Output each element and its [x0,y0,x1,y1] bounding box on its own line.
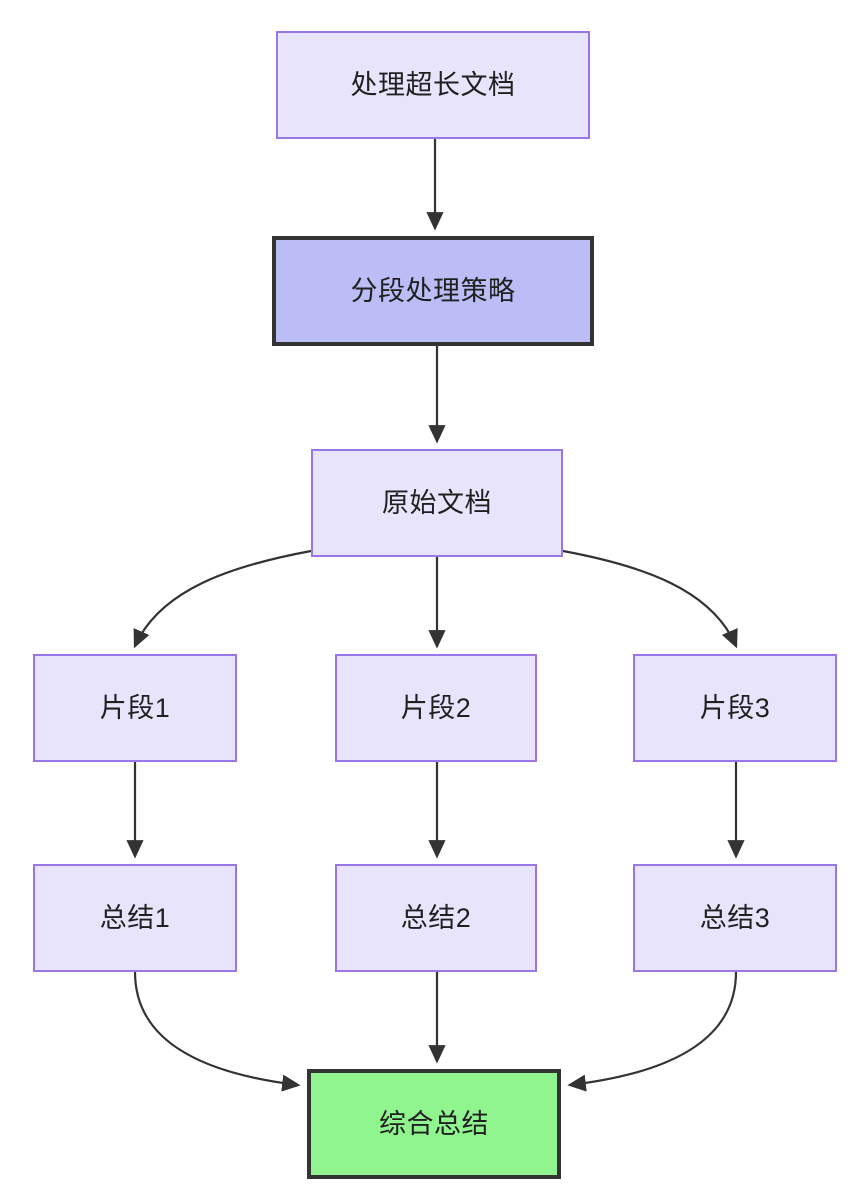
node-label: 总结1 [99,902,171,933]
node-comprehensive-summary[interactable]: 综合总结 [307,1069,561,1179]
node-fragment-2[interactable]: 片段2 [335,654,537,762]
edge-n7-n10 [133,971,301,1092]
node-label: 原始文档 [382,487,492,518]
node-fragment-3[interactable]: 片段3 [633,654,837,762]
node-label: 片段2 [400,692,472,723]
node-label: 综合总结 [379,1108,489,1139]
node-label: 总结2 [400,902,472,933]
node-summary-1[interactable]: 总结1 [33,864,237,972]
node-fragment-1[interactable]: 片段1 [33,654,237,762]
node-label: 分段处理策略 [350,275,516,306]
edge-n9-n10 [567,971,738,1092]
node-label: 片段3 [699,692,771,723]
node-label: 处理超长文档 [350,69,516,100]
node-label: 片段1 [99,692,171,723]
edge-n3-n6 [562,549,738,649]
node-summary-3[interactable]: 总结3 [633,864,837,972]
edge-n3-n4 [133,549,312,649]
node-process-long-document[interactable]: 处理超长文档 [276,31,590,139]
node-summary-2[interactable]: 总结2 [335,864,537,972]
node-original-document[interactable]: 原始文档 [311,449,563,557]
node-chunking-strategy[interactable]: 分段处理策略 [272,236,594,346]
node-label: 总结3 [699,902,771,933]
